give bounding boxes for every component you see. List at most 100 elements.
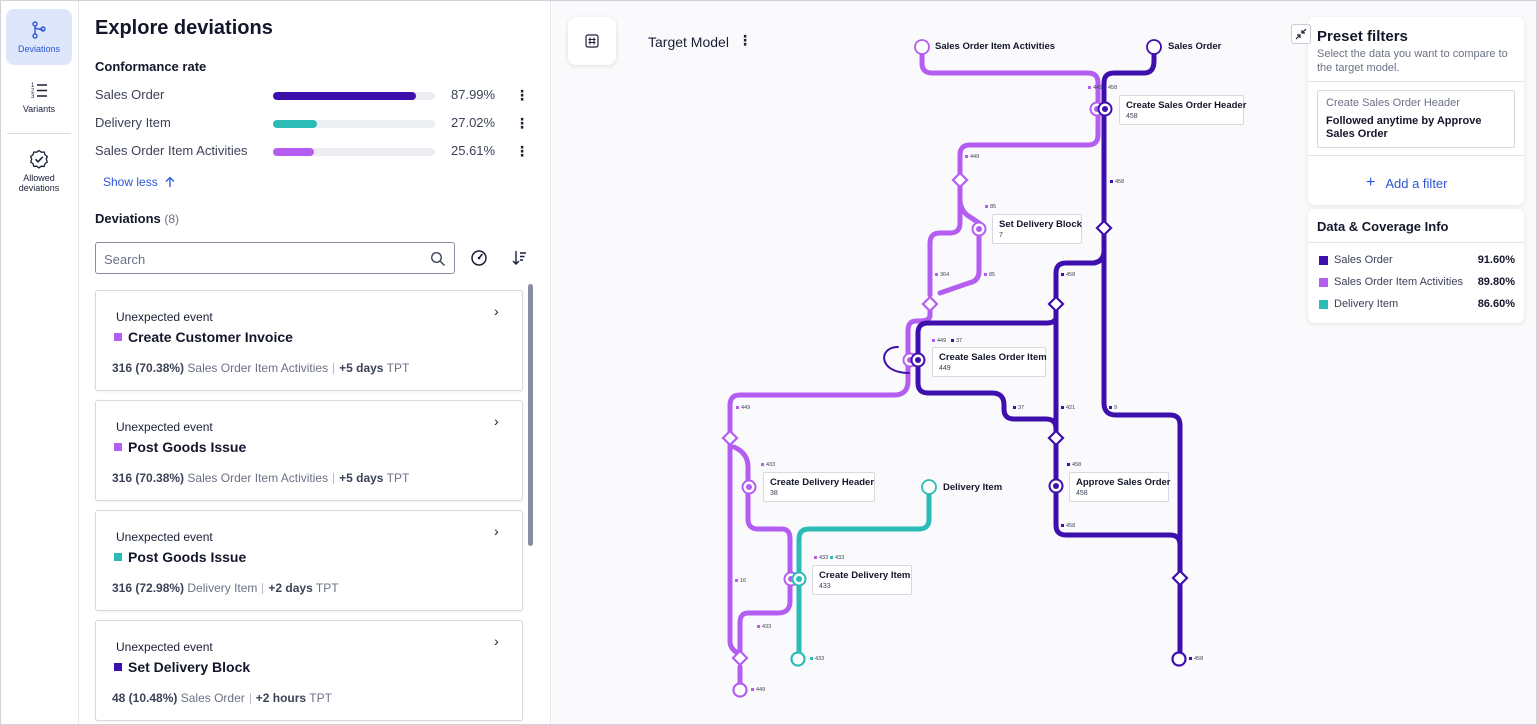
node-count: 38 <box>770 490 778 497</box>
start-node-di[interactable] <box>921 479 937 495</box>
edge-label: 449 <box>756 687 765 693</box>
object-color-square <box>114 333 122 341</box>
edge-label: 433 <box>762 624 771 630</box>
add-filter-label: Add a filter <box>1385 175 1448 191</box>
page-title: Explore deviations <box>95 17 273 39</box>
conformance-name: Sales Order <box>95 87 165 102</box>
start-node-soia[interactable] <box>914 39 930 55</box>
deviation-card[interactable]: Unexpected event › Create Customer Invoi… <box>95 290 523 391</box>
more-options-icon[interactable]: ⋮ <box>515 143 529 159</box>
node-title: Approve Sales Order <box>1076 477 1171 488</box>
conformance-bar-fill <box>273 148 315 156</box>
deviation-object: Sales Order Item Activities <box>187 471 329 485</box>
node-box-create-sales-order-item[interactable]: Create Sales Order Item 449 <box>932 347 1047 377</box>
deviation-card[interactable]: Unexpected event › Post Goods Issue 316 … <box>95 510 523 611</box>
add-filter-button[interactable]: + Add a filter <box>1366 174 1448 192</box>
start-node-so[interactable] <box>1146 39 1162 55</box>
more-options-icon[interactable]: ⋮ <box>515 115 529 131</box>
deviation-stats: 48 (10.48%) Sales Order+2 hours TPT <box>112 691 332 705</box>
node-box-approve-sales-order[interactable]: Approve Sales Order 458 <box>1069 472 1171 502</box>
end-node-soia[interactable] <box>732 682 748 698</box>
deviation-card[interactable]: Unexpected event › Post Goods Issue 316 … <box>95 400 523 501</box>
filter-condition: Followed anytime by Approve Sales Order <box>1326 115 1482 140</box>
edge-label: 85 <box>990 204 996 210</box>
node-title: Set Delivery Block <box>999 219 1082 230</box>
deviation-tpt-label: TPT <box>315 581 339 595</box>
node-box-set-delivery-block[interactable]: Set Delivery Block 7 <box>992 214 1082 244</box>
coverage-value: 89.80% <box>1477 276 1515 288</box>
source-label-di: Delivery Item <box>943 482 1003 493</box>
edge-label: 449 <box>741 405 750 411</box>
conformance-row-sales-order: Sales Order 87.99% ⋮ <box>95 85 535 105</box>
process-flow-graph: 449 458 449 458 85 364 85 458 449 37 449… <box>721 39 1203 698</box>
search-input[interactable] <box>104 249 424 269</box>
deviation-stats: 316 (72.98%) Delivery Item+2 days TPT <box>112 581 339 595</box>
node-box-create-delivery-item[interactable]: Create Delivery Item 433 <box>812 565 912 595</box>
node-box-create-delivery-header[interactable]: Create Delivery Header 38 <box>763 472 875 502</box>
activity-node-cdi[interactable] <box>783 571 807 587</box>
edge-label: 421 <box>1066 405 1075 411</box>
nav-item-variants[interactable]: 1 2 3 Variants <box>6 69 72 125</box>
chevron-right-icon: › <box>494 523 499 539</box>
search-icon[interactable] <box>430 251 446 267</box>
node-count: 7 <box>999 232 1003 239</box>
source-label-so: Sales Order <box>1168 41 1222 52</box>
deviation-event: Set Delivery Block <box>114 659 250 675</box>
edge-label: 85 <box>989 272 995 278</box>
edge-label: 458 <box>1066 523 1075 529</box>
graph-toggle-button[interactable] <box>568 17 616 65</box>
conformance-row-delivery-item: Delivery Item 27.02% ⋮ <box>95 113 535 133</box>
activity-node-sdb[interactable] <box>971 221 987 237</box>
end-node-so[interactable] <box>1171 651 1187 667</box>
target-model-label: Target Model <box>648 34 729 50</box>
activity-node-cdh[interactable] <box>741 479 757 495</box>
filter-activity: Create Sales Order Header <box>1326 97 1460 109</box>
sort-icon[interactable] <box>509 248 529 268</box>
node-title: Create Delivery Header <box>770 477 875 488</box>
deviation-card[interactable]: Unexpected event › Set Delivery Block 48… <box>95 620 523 721</box>
deviation-kind: Unexpected event <box>116 420 213 434</box>
edge-label: 449 <box>937 338 946 344</box>
edge-label: 433 <box>835 555 844 561</box>
scrollbar[interactable] <box>528 284 533 546</box>
conformance-percent: 87.99% <box>451 87 496 102</box>
gauge-icon[interactable] <box>469 248 489 268</box>
coverage-row: Sales Order 91.60% <box>1319 253 1515 269</box>
deviation-kind: Unexpected event <box>116 640 213 654</box>
activity-node-csoi[interactable] <box>902 352 926 368</box>
coverage-name: Sales Order <box>1334 254 1393 266</box>
nav-item-deviations[interactable]: Deviations <box>6 9 72 65</box>
activity-node-csoh[interactable] <box>1089 101 1113 117</box>
hash-grid-icon <box>585 34 599 48</box>
node-title: Create Delivery Item <box>819 570 911 581</box>
badge-check-icon <box>29 149 49 169</box>
deviation-event: Create Customer Invoice <box>114 329 293 345</box>
collapse-panel-button[interactable] <box>1291 24 1311 44</box>
conformance-name: Sales Order Item Activities <box>95 143 248 158</box>
edge-count-labels: 449 458 449 458 85 364 85 458 449 37 449… <box>735 85 1203 693</box>
nav-item-label: Allowed deviations <box>18 173 60 193</box>
node-count: 458 <box>1076 490 1088 497</box>
end-node-di[interactable] <box>790 651 806 667</box>
gateway-diamonds <box>721 171 1189 667</box>
target-model-canvas[interactable]: Target Model ⋮ <box>552 1 1536 724</box>
nav-item-allowed-deviations[interactable]: Allowed deviations <box>6 141 72 201</box>
more-options-icon[interactable]: ⋮ <box>738 32 752 48</box>
node-box-create-sales-order-header[interactable]: Create Sales Order Header 458 <box>1119 95 1246 125</box>
stats-divider <box>333 473 335 485</box>
more-options-icon[interactable]: ⋮ <box>515 87 529 103</box>
activity-node-aso[interactable] <box>1048 478 1064 494</box>
variants-list-icon: 1 2 3 <box>31 83 47 100</box>
conformance-bar <box>273 148 435 156</box>
deviation-object: Sales Order <box>180 691 245 705</box>
chevron-right-icon: › <box>494 413 499 429</box>
coverage-title: Data & Coverage Info <box>1317 219 1449 234</box>
di-flow-edges <box>796 492 932 654</box>
conformance-title: Conformance rate <box>95 59 207 74</box>
node-count: 449 <box>939 365 951 372</box>
conformance-bar-fill <box>273 120 317 128</box>
preset-filter-item[interactable]: Create Sales Order Header Followed anyti… <box>1317 90 1515 148</box>
deviation-kind: Unexpected event <box>116 310 213 324</box>
node-title: Create Sales Order Item <box>939 352 1047 363</box>
show-less-link[interactable]: Show less <box>103 175 176 189</box>
